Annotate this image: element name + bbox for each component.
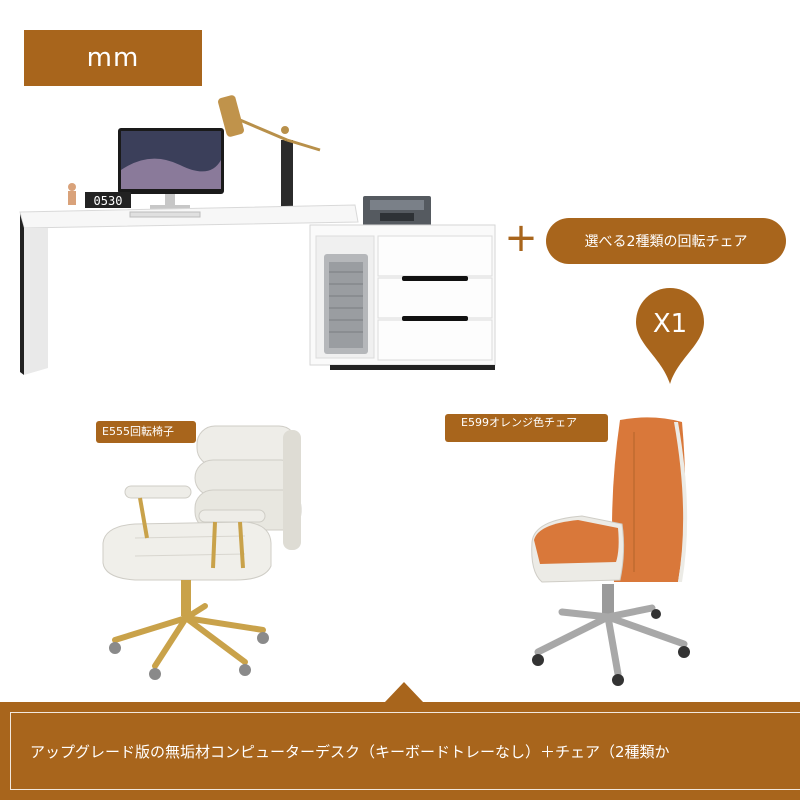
- bottom-banner: [0, 702, 800, 800]
- chair-label-e599: E599オレンジ色チェア: [445, 414, 608, 442]
- bottom-banner-frame: [10, 712, 800, 790]
- desktop-tower: [324, 254, 368, 354]
- banner-pointer: [385, 682, 423, 702]
- quantity-pin-icon: X1: [636, 288, 704, 384]
- figurine: [68, 183, 76, 205]
- printer: [363, 196, 431, 226]
- white-office-chair: [102, 425, 302, 680]
- chair-choice-pill: 選べる2種類の回転チェア: [546, 218, 786, 264]
- dimension-badge-text: mm: [86, 43, 140, 73]
- flip-clock: 0530: [85, 192, 131, 208]
- plus-sign: +: [504, 215, 538, 261]
- bottom-banner-caption: アップグレード版の無垢材コンピューターデスク（キーボードトレーなし）＋チェア（2…: [30, 743, 670, 761]
- chair-label-e555: E555回転椅子: [96, 421, 196, 443]
- quantity-pin-text: X1: [653, 309, 687, 339]
- flip-clock-digits: 0530: [94, 194, 123, 208]
- orange-executive-chair: [531, 417, 690, 686]
- desk-illustration: 0530: [19, 95, 496, 375]
- chair-choice-pill-text: 選べる2種類の回転チェア: [584, 234, 748, 250]
- dimension-badge: mm: [24, 30, 202, 86]
- desk-lamp: [218, 95, 321, 208]
- monitor: [118, 128, 224, 209]
